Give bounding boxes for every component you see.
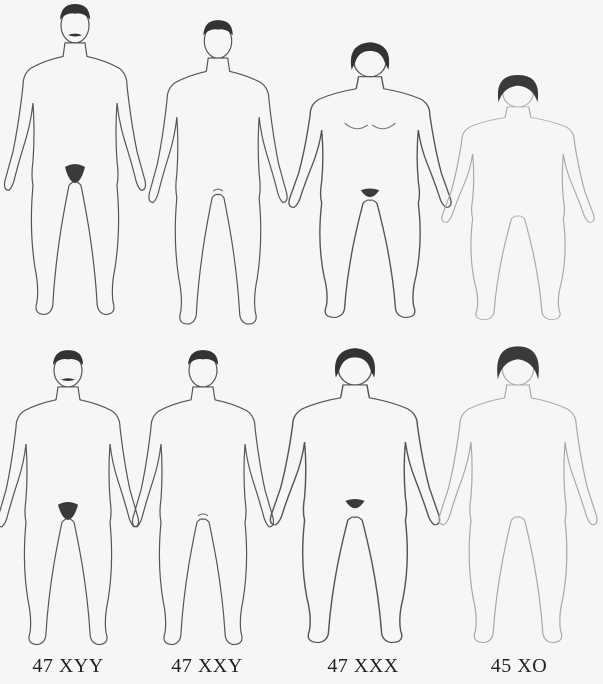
caption-xyy: 47 XYY (0, 655, 138, 678)
figure-xxx-bottom (270, 348, 439, 642)
figure-xxx-top (289, 42, 451, 317)
caption-xxy: 47 XXY (137, 655, 277, 678)
figure-xyy-top (5, 4, 146, 314)
figure-xo-bottom (439, 346, 597, 642)
caption-xxx: 47 XXX (293, 655, 433, 678)
figure-xxy-top (149, 20, 287, 324)
caption-xo: 45 XO (449, 655, 589, 678)
figure-xxy-bottom (133, 350, 274, 644)
figure-xyy-bottom (0, 350, 139, 644)
figure-xo-top (442, 75, 594, 320)
